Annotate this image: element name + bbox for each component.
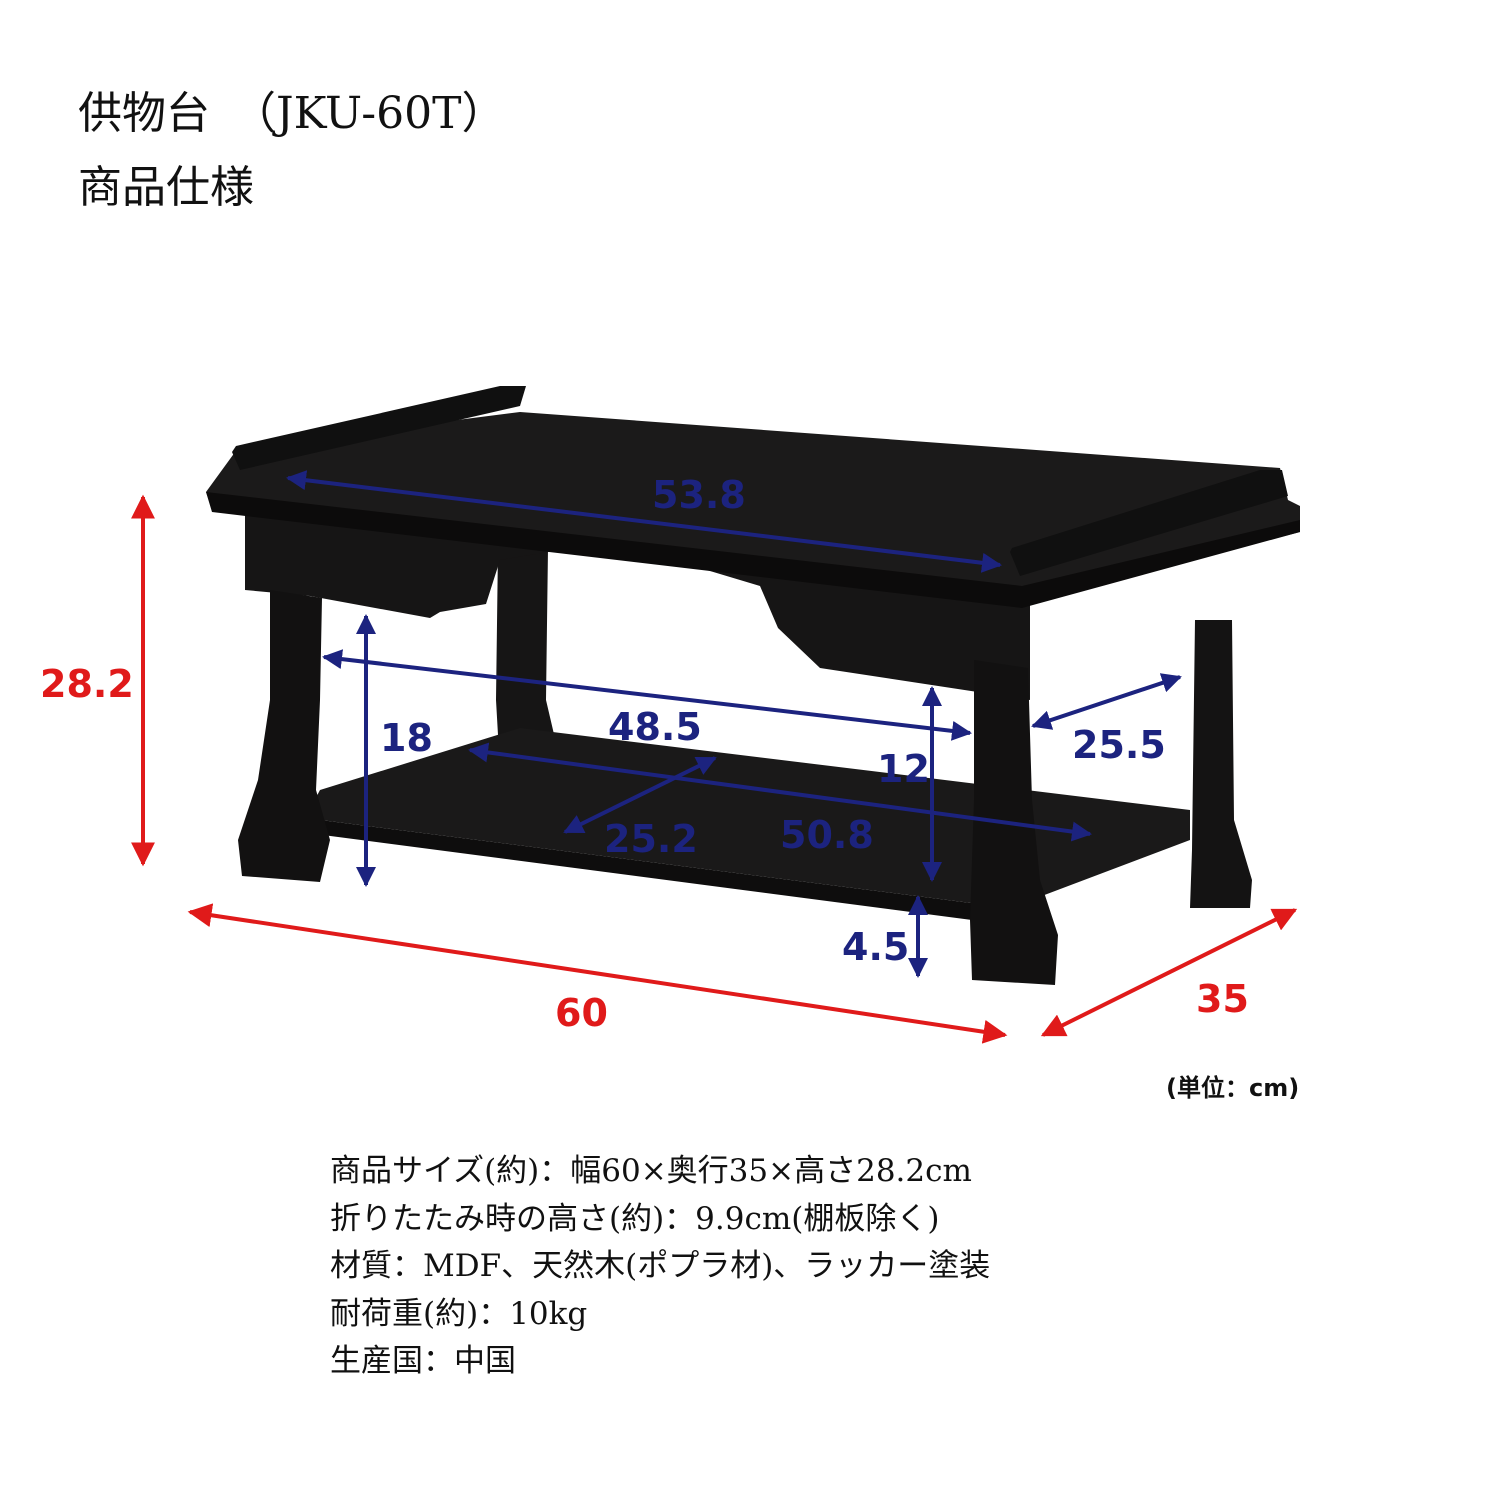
side-depth-arrow <box>1031 673 1182 730</box>
back-right-leg <box>1190 620 1252 908</box>
page-subtitle: 商品仕様 <box>78 162 254 213</box>
offering-table-diagram: 53.8 28.2 48.5 18 12 25.5 25.2 50.8 4.5 … <box>40 386 1300 1044</box>
dimension-labels: 53.8 28.2 48.5 18 12 25.5 25.2 50.8 4.5 … <box>40 473 1249 1035</box>
overall-depth-label: 35 <box>1196 977 1249 1021</box>
shelf-depth-arrow <box>563 756 717 834</box>
page-title: 供物台 （JKU-60T） <box>78 88 506 139</box>
overall-width-label: 60 <box>555 991 608 1035</box>
shelf-height-label: 12 <box>877 747 930 791</box>
overall-height-label: 28.2 <box>40 662 134 706</box>
under-frame-width-label: 48.5 <box>608 705 702 749</box>
spec-folded-height: 折りたたみ時の高さ(約)：9.9cm(棚板除く) <box>330 1200 940 1237</box>
spec-size: 商品サイズ(約)：幅60×奥行35×高さ28.2cm <box>330 1153 972 1189</box>
under-frame-width-arrow <box>322 649 972 741</box>
spec-load-capacity: 耐荷重(約)：10kg <box>330 1295 588 1332</box>
left-rim <box>232 386 526 470</box>
front-left-leg <box>238 590 330 882</box>
top-width-arrow <box>286 470 1002 573</box>
depth-arrow <box>1040 908 1298 1037</box>
spec-origin: 生産国：中国 <box>330 1343 516 1379</box>
leg-clearance-label: 18 <box>380 716 433 760</box>
overall-dimensions <box>131 494 1298 1044</box>
spec-list: 商品サイズ(約)：幅60×奥行35×高さ28.2cm 折りたたみ時の高さ(約)：… <box>330 1148 990 1386</box>
furniture-illustration <box>206 386 1300 985</box>
detail-dimensions <box>286 470 1182 978</box>
width-arrow <box>187 903 1008 1044</box>
shelf-width-label: 50.8 <box>780 813 874 857</box>
right-rim <box>1010 470 1288 576</box>
top-width-label: 53.8 <box>652 473 746 517</box>
shelf-floor-gap-label: 4.5 <box>842 925 909 969</box>
spec-material: 材質：MDF、天然木(ポプラ材)、ラッカー塗装 <box>330 1248 991 1284</box>
unit-note: (単位：cm) <box>1166 1074 1300 1102</box>
side-depth-label: 25.5 <box>1072 723 1166 767</box>
shelf-edge <box>300 818 1010 925</box>
shelf-depth-label: 25.2 <box>604 817 698 861</box>
